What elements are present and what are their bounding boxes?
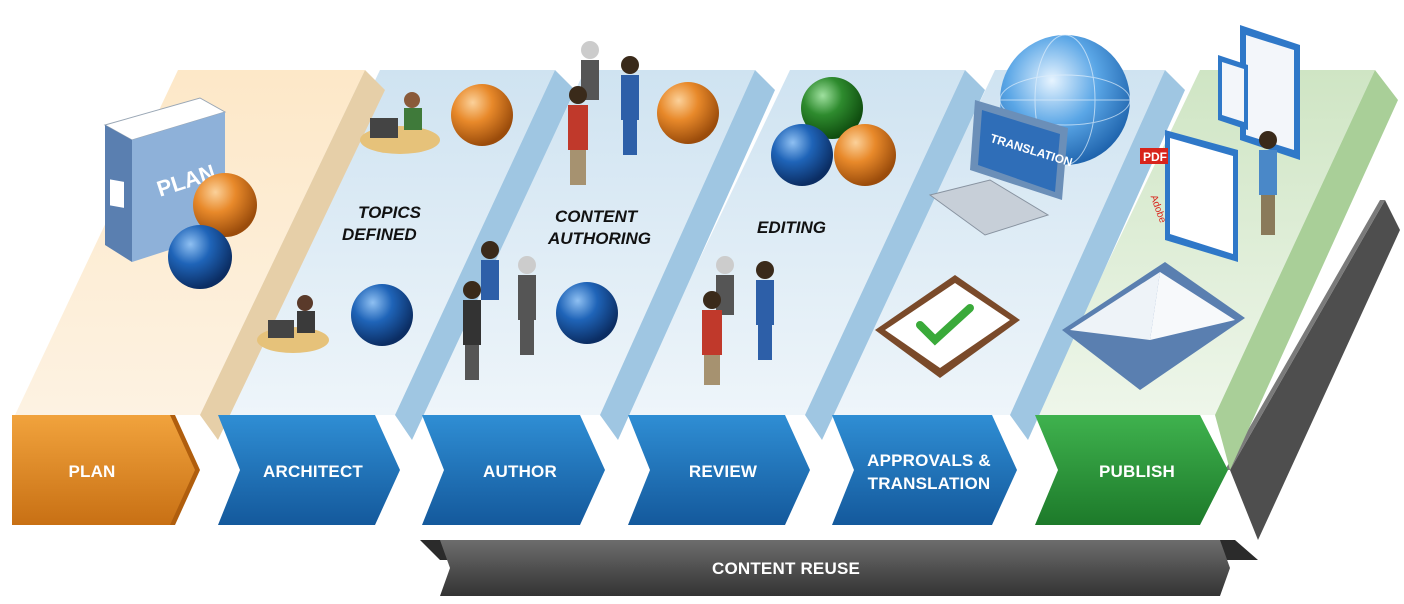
topics-line1: TOPICS — [358, 203, 422, 222]
stage-chevron-approvals: APPROVALS & TRANSLATION — [832, 415, 1017, 525]
people-group-icon — [702, 256, 774, 385]
orange-sphere — [451, 84, 513, 146]
blue-sphere — [771, 124, 833, 186]
plan-binder-icon: PLAN — [103, 97, 227, 262]
checklist-clipboard-icon — [875, 275, 1020, 378]
stage-chevron-review: REVIEW — [628, 415, 810, 525]
reuse-depth — [1230, 200, 1400, 540]
stage-chevron-architect: ARCHITECT — [218, 415, 400, 525]
document-icons: PDF Adobe — [1140, 25, 1300, 262]
people-group-icon — [463, 241, 536, 380]
person-standing-icon — [1259, 131, 1277, 235]
stage-chevron-publish: PUBLISH — [1035, 415, 1228, 525]
orange-sphere — [657, 82, 719, 144]
stage-label-author: AUTHOR — [483, 462, 557, 481]
monitor-icon: TRANSLATION — [928, 100, 1074, 236]
green-sphere — [801, 77, 863, 139]
blue-sphere — [351, 284, 413, 346]
stage-label-review: REVIEW — [689, 462, 758, 481]
stage-chevron-plan: PLAN — [12, 415, 200, 525]
globe-grid — [999, 34, 1131, 166]
reuse-depth-top — [1225, 200, 1385, 470]
pdf-label: PDF — [1143, 150, 1167, 164]
editing-label: EDITING — [757, 218, 826, 237]
content-line2: AUTHORING — [547, 229, 651, 248]
stage-chevron-author: AUTHOR — [422, 415, 605, 525]
stage-label-architect: ARCHITECT — [263, 462, 363, 481]
orange-sphere — [834, 124, 896, 186]
people-group-icon — [568, 41, 639, 185]
blue-sphere — [168, 225, 232, 289]
content-line1: CONTENT — [555, 207, 639, 226]
stage-label-approvals-line1: APPROVALS & — [867, 451, 991, 470]
blue-sphere — [556, 282, 618, 344]
content-reuse-bar — [440, 540, 1230, 596]
person-at-desk-icon — [257, 295, 329, 353]
person-at-desk-icon — [360, 92, 440, 154]
panel-author — [420, 70, 755, 415]
stage-label-plan: PLAN — [68, 462, 115, 481]
content-reuse-label: CONTENT REUSE — [712, 559, 860, 578]
stage-label-approvals-line2: TRANSLATION — [868, 474, 991, 493]
topics-line2: DEFINED — [342, 225, 417, 244]
orange-sphere — [193, 173, 257, 237]
stage-label-publish: PUBLISH — [1099, 462, 1175, 481]
open-book-icon — [1062, 262, 1245, 390]
